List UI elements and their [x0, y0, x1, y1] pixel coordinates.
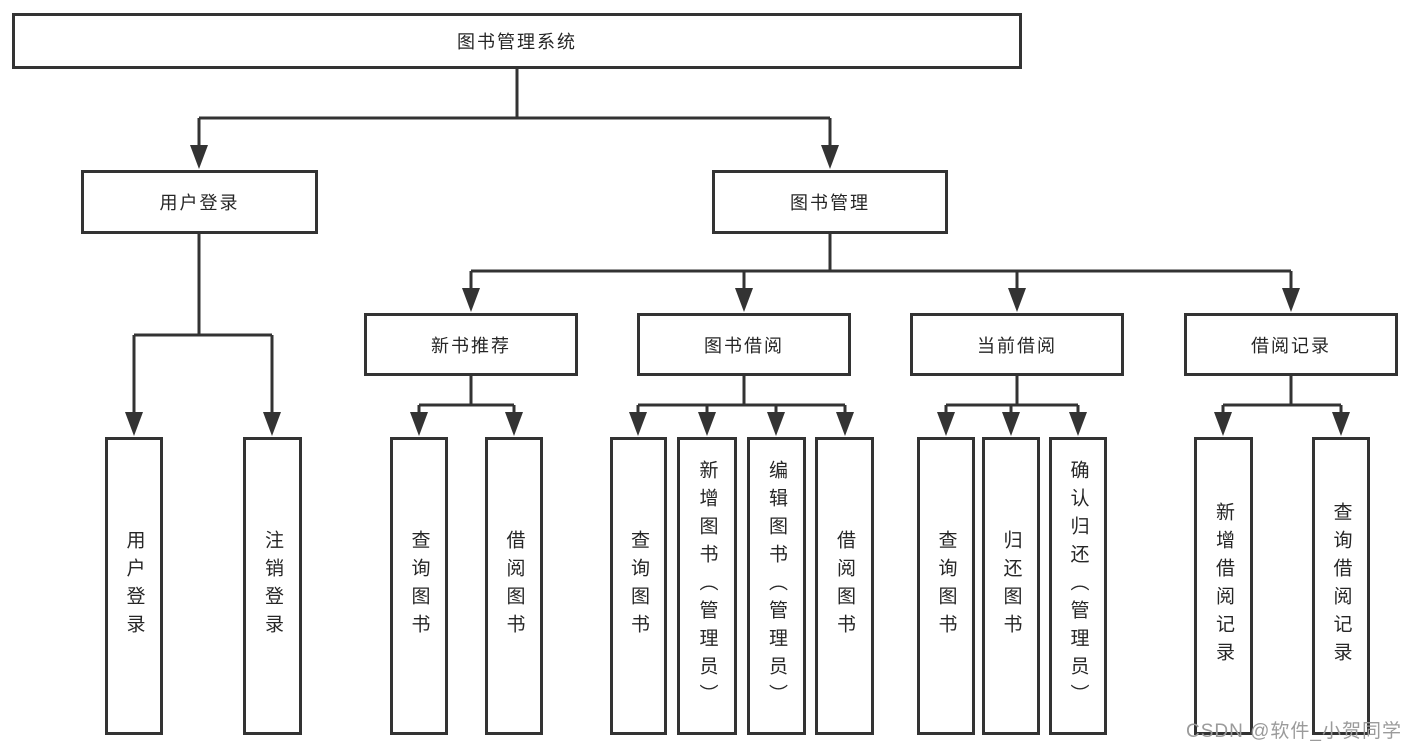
leaf-query-books-current: 查询图书: [917, 437, 975, 735]
arrow-down-icon: [190, 145, 208, 169]
node-label: 借阅图书: [503, 530, 525, 642]
node-current-borrowing: 当前借阅: [910, 313, 1124, 376]
connector-root-split: [190, 69, 839, 169]
leaf-add-books-admin: 新增图书（管理员）: [677, 437, 737, 735]
leaf-logout: 注销登录: [243, 437, 302, 735]
leaf-borrow-books-recommend: 借阅图书: [485, 437, 543, 735]
connector-book-management-split: [462, 234, 1300, 312]
leaf-query-books-borrow: 查询图书: [610, 437, 667, 735]
node-label: 查询图书: [935, 530, 957, 642]
node-label: 确认归还（管理员）: [1067, 460, 1089, 712]
leaf-add-borrow-record: 新增借阅记录: [1194, 437, 1253, 735]
connector-book-borrow-split: [629, 376, 854, 436]
leaf-user-login: 用户登录: [105, 437, 163, 735]
arrow-down-icon: [629, 412, 647, 436]
node-label: 借阅记录: [1251, 335, 1331, 356]
connector-user-login-split: [125, 234, 281, 436]
node-label: 借阅图书: [834, 530, 855, 642]
arrow-down-icon: [1069, 412, 1087, 436]
node-label: 编辑图书（管理员）: [766, 460, 787, 712]
node-label: 新增图书（管理员）: [696, 460, 718, 712]
arrow-down-icon: [735, 288, 753, 312]
arrow-down-icon: [937, 412, 955, 436]
arrow-down-icon: [836, 412, 854, 436]
arrow-down-icon: [1002, 412, 1020, 436]
leaf-query-borrow-record: 查询借阅记录: [1312, 437, 1370, 735]
arrow-down-icon: [410, 412, 428, 436]
connector-borrow-record-split: [1214, 376, 1350, 436]
arrow-down-icon: [505, 412, 523, 436]
leaf-edit-books-admin: 编辑图书（管理员）: [747, 437, 806, 735]
arrow-down-icon: [263, 412, 281, 436]
node-book-borrowing: 图书借阅: [637, 313, 851, 376]
node-label: 查询借阅记录: [1330, 502, 1352, 670]
node-root: 图书管理系统: [12, 13, 1022, 69]
node-new-book-recommendation: 新书推荐: [364, 313, 578, 376]
node-label: 注销登录: [262, 530, 283, 642]
arrow-down-icon: [1008, 288, 1026, 312]
arrow-down-icon: [1332, 412, 1350, 436]
node-borrowing-records: 借阅记录: [1184, 313, 1398, 376]
node-label: 新增借阅记录: [1213, 502, 1234, 670]
node-label: 图书管理: [790, 193, 870, 213]
node-label: 图书借阅: [704, 335, 784, 356]
arrow-down-icon: [125, 412, 143, 436]
leaf-query-books-recommend: 查询图书: [390, 437, 448, 735]
node-label: 归还图书: [1000, 530, 1022, 642]
node-label: 图书管理系统: [457, 32, 577, 52]
node-book-management: 图书管理: [712, 170, 948, 234]
node-label: 用户登录: [159, 193, 240, 213]
arrow-down-icon: [698, 412, 716, 436]
arrow-down-icon: [1282, 288, 1300, 312]
node-label: 当前借阅: [977, 335, 1057, 356]
arrow-down-icon: [821, 145, 839, 169]
leaf-confirm-return-admin: 确认归还（管理员）: [1049, 437, 1107, 735]
connector-current-borrow-split: [937, 376, 1087, 436]
node-user-login: 用户登录: [81, 170, 318, 234]
node-label: 查询图书: [408, 530, 430, 642]
arrow-down-icon: [767, 412, 785, 436]
node-label: 新书推荐: [431, 335, 511, 356]
leaf-return-books: 归还图书: [982, 437, 1040, 735]
csdn-watermark: CSDN @软件_小贺同学: [1186, 721, 1402, 742]
connector-new-book-split: [410, 376, 523, 436]
node-label: 查询图书: [628, 530, 649, 642]
arrow-down-icon: [462, 288, 480, 312]
arrow-down-icon: [1214, 412, 1232, 436]
node-label: 用户登录: [123, 530, 145, 642]
leaf-borrow-books: 借阅图书: [815, 437, 874, 735]
